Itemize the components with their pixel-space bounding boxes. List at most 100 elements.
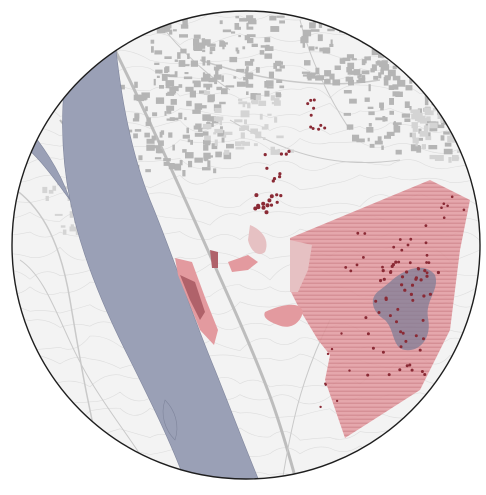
dot-marker-icon[interactable] bbox=[400, 275, 405, 279]
dot-marker-icon[interactable] bbox=[355, 263, 359, 267]
dot-marker-icon[interactable] bbox=[312, 98, 316, 102]
dot-marker-icon[interactable] bbox=[319, 405, 322, 409]
dot-marker-icon[interactable] bbox=[381, 265, 384, 269]
small-zone-north[interactable] bbox=[248, 225, 267, 255]
dot-marker-icon[interactable] bbox=[349, 269, 353, 273]
dot-marker-icon[interactable] bbox=[387, 373, 391, 377]
dot-marker-icon[interactable] bbox=[256, 205, 261, 210]
dot-marker-icon[interactable] bbox=[424, 241, 428, 245]
dot-marker-icon[interactable] bbox=[405, 270, 409, 274]
small-zone-strip[interactable] bbox=[210, 250, 218, 268]
dot-marker-icon[interactable] bbox=[388, 314, 392, 318]
dot-marker-icon[interactable] bbox=[400, 283, 404, 287]
dot-marker-icon[interactable] bbox=[263, 153, 267, 157]
dot-marker-icon[interactable] bbox=[427, 261, 431, 264]
dot-marker-icon[interactable] bbox=[254, 193, 259, 198]
dot-marker-icon[interactable] bbox=[323, 126, 327, 130]
dot-marker-icon[interactable] bbox=[278, 175, 282, 179]
dot-marker-icon[interactable] bbox=[410, 368, 414, 372]
dot-marker-icon[interactable] bbox=[391, 263, 395, 267]
dot-marker-icon[interactable] bbox=[419, 278, 423, 282]
dot-marker-icon[interactable] bbox=[279, 194, 283, 198]
dot-marker-icon[interactable] bbox=[287, 149, 291, 153]
dot-marker-icon[interactable] bbox=[269, 203, 274, 207]
dot-marker-icon[interactable] bbox=[278, 172, 282, 176]
dot-marker-icon[interactable] bbox=[275, 200, 279, 204]
dot-marker-icon[interactable] bbox=[425, 271, 429, 275]
dot-marker-icon[interactable] bbox=[406, 243, 410, 247]
dot-marker-icon[interactable] bbox=[414, 277, 418, 281]
dot-marker-icon[interactable] bbox=[403, 288, 407, 292]
dot-marker-icon[interactable] bbox=[399, 330, 403, 334]
dot-marker-icon[interactable] bbox=[381, 350, 385, 354]
dot-marker-icon[interactable] bbox=[423, 373, 427, 376]
dot-marker-icon[interactable] bbox=[408, 261, 412, 265]
dot-marker-icon[interactable] bbox=[309, 125, 313, 129]
dot-marker-icon[interactable] bbox=[450, 195, 454, 199]
zone-west-edge[interactable] bbox=[290, 240, 312, 292]
dot-marker-icon[interactable] bbox=[269, 194, 274, 199]
dot-marker-icon[interactable] bbox=[442, 202, 446, 205]
dot-marker-icon[interactable] bbox=[392, 245, 396, 249]
dot-marker-icon[interactable] bbox=[267, 198, 272, 203]
dot-marker-icon[interactable] bbox=[309, 98, 313, 102]
dot-marker-icon[interactable] bbox=[284, 152, 288, 156]
dot-marker-icon[interactable] bbox=[261, 205, 266, 210]
dot-marker-icon[interactable] bbox=[418, 348, 422, 352]
dot-marker-icon[interactable] bbox=[362, 256, 365, 259]
dot-marker-icon[interactable] bbox=[324, 383, 327, 386]
dot-marker-icon[interactable] bbox=[309, 113, 313, 117]
dot-marker-icon[interactable] bbox=[306, 102, 310, 106]
dot-marker-icon[interactable] bbox=[371, 346, 375, 350]
dot-marker-icon[interactable] bbox=[356, 231, 360, 235]
dot-marker-icon[interactable] bbox=[396, 307, 400, 311]
dot-marker-icon[interactable] bbox=[404, 339, 408, 343]
dot-marker-icon[interactable] bbox=[400, 248, 404, 252]
dot-marker-icon[interactable] bbox=[425, 253, 429, 257]
dot-marker-icon[interactable] bbox=[279, 152, 283, 156]
dot-marker-icon[interactable] bbox=[317, 127, 321, 131]
dot-marker-icon[interactable] bbox=[416, 267, 421, 271]
dot-marker-icon[interactable] bbox=[394, 260, 398, 264]
dot-marker-icon[interactable] bbox=[272, 177, 277, 181]
small-zone-middle[interactable] bbox=[228, 255, 258, 272]
dot-marker-icon[interactable] bbox=[374, 299, 378, 303]
dot-marker-icon[interactable] bbox=[363, 232, 367, 235]
dot-marker-icon[interactable] bbox=[398, 368, 402, 372]
dot-marker-icon[interactable] bbox=[379, 279, 383, 283]
dot-marker-icon[interactable] bbox=[409, 237, 413, 241]
dot-marker-icon[interactable] bbox=[425, 274, 429, 278]
dot-marker-icon[interactable] bbox=[326, 352, 330, 356]
dot-marker-icon[interactable] bbox=[319, 123, 323, 127]
dot-marker-icon[interactable] bbox=[271, 179, 275, 183]
dot-marker-icon[interactable] bbox=[411, 298, 415, 302]
dot-marker-icon[interactable] bbox=[425, 261, 428, 264]
riverbank-zone-core[interactable] bbox=[180, 275, 205, 320]
dot-marker-icon[interactable] bbox=[423, 269, 427, 273]
dot-marker-icon[interactable] bbox=[410, 283, 415, 287]
dot-marker-icon[interactable] bbox=[264, 210, 269, 215]
dot-marker-icon[interactable] bbox=[311, 127, 315, 130]
dot-marker-icon[interactable] bbox=[312, 106, 316, 110]
dot-marker-icon[interactable] bbox=[382, 277, 386, 281]
dot-marker-icon[interactable] bbox=[265, 203, 270, 208]
dot-marker-icon[interactable] bbox=[440, 206, 443, 209]
dot-marker-icon[interactable] bbox=[330, 347, 334, 351]
dot-marker-icon[interactable] bbox=[366, 332, 370, 336]
dot-marker-icon[interactable] bbox=[395, 320, 398, 324]
dot-marker-icon[interactable] bbox=[389, 270, 393, 274]
dot-marker-icon[interactable] bbox=[421, 318, 425, 322]
dot-marker-icon[interactable] bbox=[366, 373, 370, 377]
dot-marker-icon[interactable] bbox=[377, 311, 381, 314]
dot-marker-icon[interactable] bbox=[253, 206, 258, 211]
dot-marker-icon[interactable] bbox=[462, 208, 466, 212]
dot-marker-icon[interactable] bbox=[335, 399, 339, 403]
dot-marker-icon[interactable] bbox=[364, 316, 368, 320]
dot-marker-icon[interactable] bbox=[275, 193, 279, 197]
dot-marker-icon[interactable] bbox=[344, 266, 348, 269]
dot-marker-icon[interactable] bbox=[384, 297, 388, 301]
dot-marker-icon[interactable] bbox=[442, 216, 446, 219]
dot-marker-icon[interactable] bbox=[399, 345, 403, 349]
